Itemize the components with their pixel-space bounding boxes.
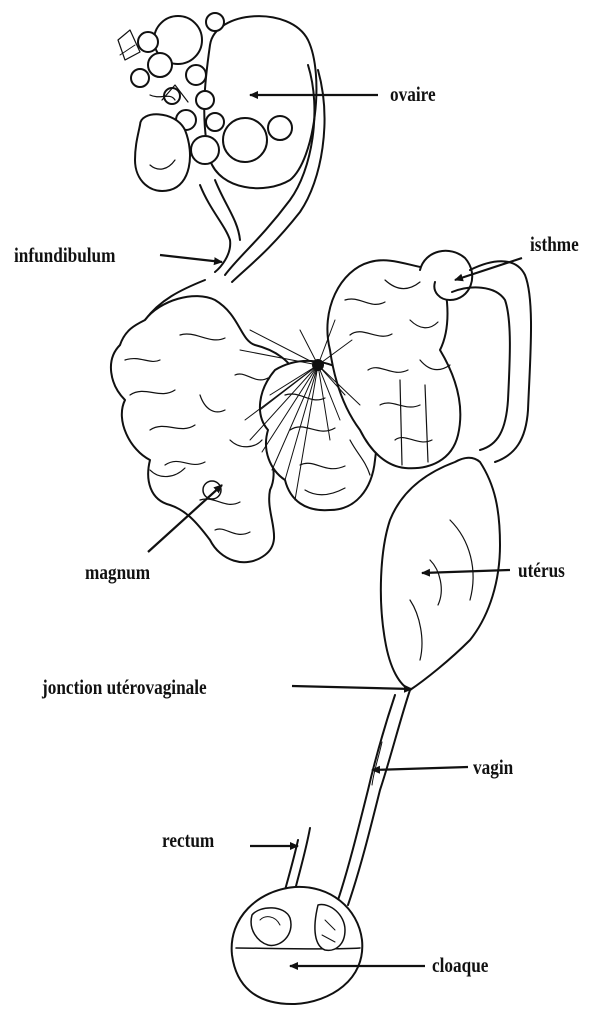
label-cloaque: cloaque xyxy=(432,955,488,976)
label-vagin: vagin xyxy=(473,757,513,778)
label-magnum: magnum xyxy=(85,562,150,583)
label-rectum: rectum xyxy=(162,830,214,851)
vagina-shape xyxy=(338,690,410,905)
arrow-jonction xyxy=(292,686,412,689)
label-infundibulum: infundibulum xyxy=(14,245,115,266)
label-isthme: isthme xyxy=(530,234,579,255)
uterus-shape xyxy=(381,458,500,690)
rectum-shape xyxy=(285,828,310,890)
label-jonction: jonction utérovaginale xyxy=(42,677,207,698)
cloaca-shape xyxy=(232,887,363,1004)
ovary-shape xyxy=(118,13,316,191)
arrow-infundibulum xyxy=(160,255,222,262)
ligament-center-shape xyxy=(313,360,323,370)
label-uterus: utérus xyxy=(518,560,565,581)
label-ovaire: ovaire xyxy=(390,84,436,105)
